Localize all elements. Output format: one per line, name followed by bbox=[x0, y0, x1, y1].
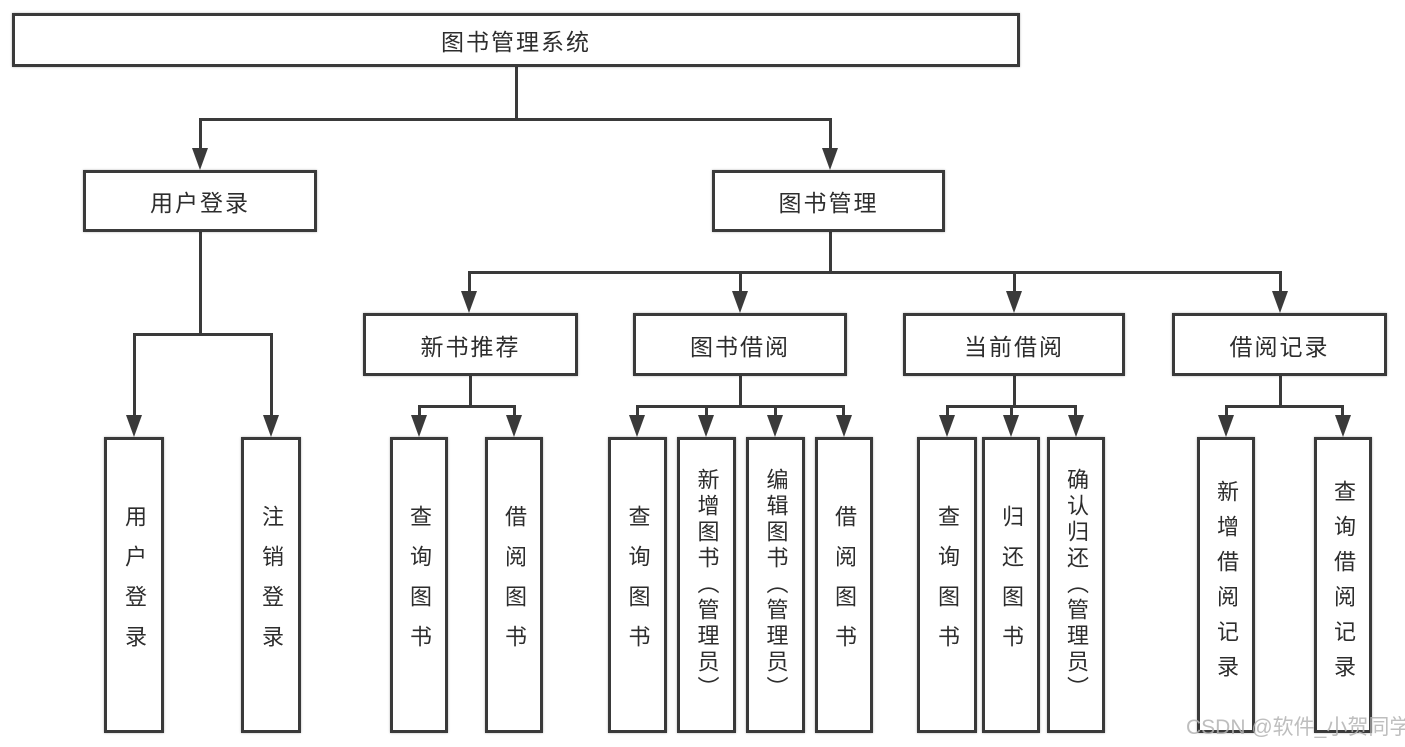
connector-line bbox=[1279, 271, 1282, 295]
leaf-query-books-borrow-label: 查询图书 bbox=[625, 505, 651, 665]
leaf-edit-books-admin-label: 编辑图书（管理员） bbox=[763, 468, 789, 702]
leaf-logout: 注销登录 bbox=[241, 437, 301, 733]
leaf-user-login: 用户登录 bbox=[104, 437, 164, 733]
connector-line bbox=[829, 232, 832, 274]
arrow-down-icon bbox=[411, 415, 427, 437]
arrow-down-icon bbox=[1272, 291, 1288, 313]
connector-line bbox=[1225, 405, 1228, 419]
node-user-login: 用户登录 bbox=[83, 170, 317, 232]
connector-line bbox=[199, 118, 202, 152]
leaf-logout-label: 注销登录 bbox=[259, 505, 284, 665]
connector-line bbox=[468, 271, 1282, 274]
arrow-down-icon bbox=[939, 415, 955, 437]
connector-line bbox=[133, 333, 273, 336]
csdn-watermark: CSDN @软件_小贺同学 bbox=[1186, 716, 1405, 739]
connector-line bbox=[1010, 405, 1013, 419]
arrow-down-icon bbox=[822, 148, 838, 170]
leaf-add-borrow-record-label: 新增借阅记录 bbox=[1214, 480, 1239, 690]
connector-line bbox=[199, 118, 832, 121]
leaf-add-borrow-record: 新增借阅记录 bbox=[1197, 437, 1255, 733]
leaf-borrow-books: 借阅图书 bbox=[815, 437, 873, 733]
leaf-query-borrow-record: 查询借阅记录 bbox=[1314, 437, 1372, 733]
arrow-down-icon bbox=[836, 415, 852, 437]
leaf-query-books-current: 查询图书 bbox=[917, 437, 977, 733]
connector-line bbox=[829, 118, 832, 152]
node-borrow-records: 借阅记录 bbox=[1172, 313, 1387, 376]
arrow-down-icon bbox=[1006, 291, 1022, 313]
node-new-book-recommend: 新书推荐 bbox=[363, 313, 578, 376]
connector-line bbox=[468, 271, 471, 295]
node-user-login-label: 用户登录 bbox=[150, 190, 250, 216]
connector-line bbox=[636, 405, 639, 419]
leaf-add-books-admin: 新增图书（管理员） bbox=[677, 437, 736, 733]
connector-line bbox=[842, 405, 845, 419]
node-book-borrow: 图书借阅 bbox=[633, 313, 847, 376]
node-new-book-recommend-label: 新书推荐 bbox=[420, 333, 521, 360]
leaf-user-login-label: 用户登录 bbox=[122, 505, 147, 665]
node-book-management: 图书管理 bbox=[712, 170, 945, 232]
arrow-down-icon bbox=[126, 415, 142, 437]
connector-line bbox=[418, 405, 421, 419]
connector-line bbox=[1225, 405, 1344, 408]
leaf-query-books-borrow: 查询图书 bbox=[608, 437, 667, 733]
node-root-label: 图书管理系统 bbox=[441, 29, 591, 55]
connector-line bbox=[636, 405, 845, 408]
connector-line bbox=[1013, 376, 1016, 408]
connector-line bbox=[739, 376, 742, 408]
arrow-down-icon bbox=[698, 415, 714, 437]
arrow-down-icon bbox=[506, 415, 522, 437]
connector-line bbox=[513, 405, 516, 419]
arrow-down-icon bbox=[732, 291, 748, 313]
connector-line bbox=[133, 333, 136, 417]
connector-line bbox=[469, 376, 472, 408]
leaf-query-books-current-label: 查询图书 bbox=[935, 505, 960, 665]
leaf-confirm-return-admin: 确认归还（管理员） bbox=[1047, 437, 1105, 733]
node-current-borrow-label: 当前借阅 bbox=[964, 333, 1064, 360]
arrow-down-icon bbox=[461, 291, 477, 313]
arrow-down-icon bbox=[263, 415, 279, 437]
connector-line bbox=[739, 271, 742, 295]
leaf-borrow-books-recommend-label: 借阅图书 bbox=[502, 505, 527, 665]
leaf-return-books: 归还图书 bbox=[982, 437, 1040, 733]
node-root: 图书管理系统 bbox=[12, 13, 1020, 67]
connector-line bbox=[418, 405, 516, 408]
node-book-borrow-label: 图书借阅 bbox=[690, 333, 790, 360]
connector-line bbox=[515, 67, 518, 121]
connector-line bbox=[946, 405, 949, 419]
leaf-query-books-recommend-label: 查询图书 bbox=[407, 505, 432, 665]
leaf-add-books-admin-label: 新增图书（管理员） bbox=[694, 468, 720, 702]
leaf-confirm-return-admin-label: 确认归还（管理员） bbox=[1064, 468, 1089, 702]
leaf-return-books-label: 归还图书 bbox=[999, 505, 1024, 665]
arrow-down-icon bbox=[1068, 415, 1084, 437]
connector-line bbox=[270, 333, 273, 417]
arrow-down-icon bbox=[1218, 415, 1234, 437]
arrow-down-icon bbox=[1335, 415, 1351, 437]
connector-line bbox=[1279, 376, 1282, 408]
leaf-borrow-books-label: 借阅图书 bbox=[832, 505, 857, 665]
leaf-query-books-recommend: 查询图书 bbox=[390, 437, 448, 733]
arrow-down-icon bbox=[629, 415, 645, 437]
arrow-down-icon bbox=[767, 415, 783, 437]
connector-line bbox=[705, 405, 708, 419]
connector-line bbox=[199, 232, 202, 336]
connector-line bbox=[1013, 271, 1016, 295]
node-current-borrow: 当前借阅 bbox=[903, 313, 1125, 376]
node-borrow-records-label: 借阅记录 bbox=[1229, 333, 1330, 360]
arrow-down-icon bbox=[192, 148, 208, 170]
node-book-management-label: 图书管理 bbox=[778, 190, 879, 216]
connector-line bbox=[1341, 405, 1344, 419]
connector-line bbox=[1074, 405, 1077, 419]
arrow-down-icon bbox=[1003, 415, 1019, 437]
leaf-query-borrow-record-label: 查询借阅记录 bbox=[1331, 480, 1356, 690]
leaf-borrow-books-recommend: 借阅图书 bbox=[485, 437, 543, 733]
leaf-edit-books-admin: 编辑图书（管理员） bbox=[746, 437, 805, 733]
connector-line bbox=[774, 405, 777, 419]
